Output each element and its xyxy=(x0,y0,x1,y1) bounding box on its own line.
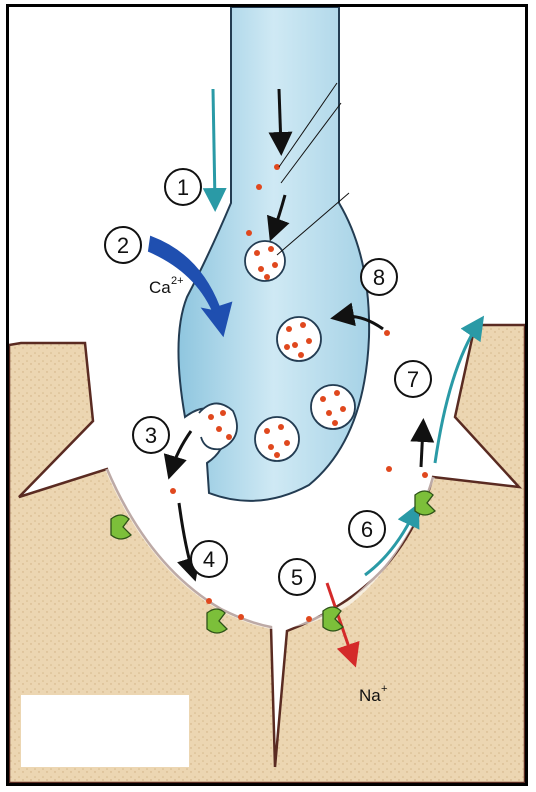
svg-text:7: 7 xyxy=(407,367,419,392)
svg-text:2: 2 xyxy=(117,233,129,258)
release-arrow xyxy=(279,89,281,147)
svg-text:4: 4 xyxy=(203,547,215,572)
step-4: 4 xyxy=(191,541,227,577)
synapse-diagram: 1 2 3 4 5 6 7 8 Ca 2+ Na + xyxy=(9,7,525,783)
svg-text:5: 5 xyxy=(291,565,303,590)
svg-text:+: + xyxy=(381,683,387,695)
reuptake-arrow xyxy=(421,427,423,467)
step-8: 8 xyxy=(361,259,397,295)
svg-text:1: 1 xyxy=(177,175,189,200)
svg-text:3: 3 xyxy=(145,423,157,448)
step-2: 2 xyxy=(105,227,141,263)
step-7: 7 xyxy=(395,361,431,397)
svg-text:6: 6 xyxy=(361,517,373,542)
step-3: 3 xyxy=(133,417,169,453)
exocytosis-arrow xyxy=(171,431,191,471)
step-5: 5 xyxy=(279,559,315,595)
step-1: 1 xyxy=(165,169,201,205)
diagram-frame: 1 2 3 4 5 6 7 8 Ca 2+ Na + xyxy=(6,4,528,786)
svg-text:8: 8 xyxy=(373,265,385,290)
blank-label-area xyxy=(21,695,189,767)
calcium-label: Ca 2+ xyxy=(149,275,184,297)
svg-text:Na: Na xyxy=(359,686,381,705)
step-6: 6 xyxy=(349,511,385,547)
impulse-arrow xyxy=(213,89,215,203)
svg-text:Ca: Ca xyxy=(149,278,171,297)
svg-text:2+: 2+ xyxy=(171,275,184,287)
